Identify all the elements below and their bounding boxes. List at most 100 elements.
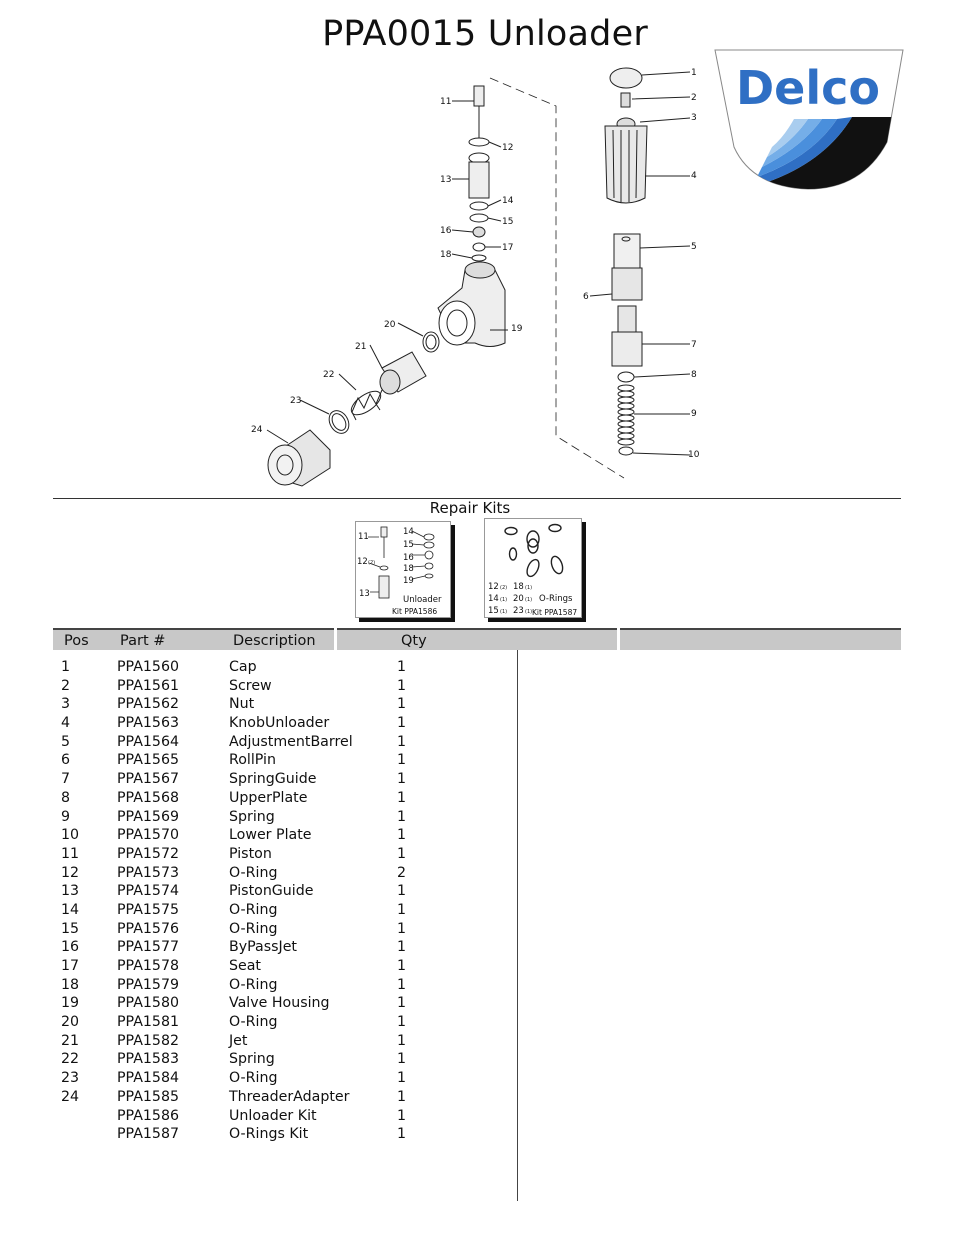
callout-1: 1 (691, 68, 697, 78)
repair-kits-title: Repair Kits (429, 499, 511, 517)
row-qty: 1 (397, 752, 407, 769)
page-title: PPA0015 Unloader (322, 14, 648, 54)
kit2-name: O-Rings (539, 594, 573, 604)
row-part-number: PPA1584 (117, 1070, 180, 1087)
delco-logo: Delco (714, 49, 904, 190)
kit2-line2-b: 20 (513, 594, 524, 604)
row-pos: 12 (61, 864, 80, 881)
kit1-qty-mark: (2) (368, 560, 375, 566)
row-description: O-Rings Kit (229, 1126, 309, 1143)
row-qty: 1 (397, 883, 407, 900)
row-description: Nut (229, 696, 255, 713)
callout-20: 20 (384, 320, 396, 330)
kit2-line1-a: 12 (488, 582, 499, 592)
row-part-number: PPA1570 (117, 827, 180, 844)
row-part-number: PPA1585 (117, 1088, 180, 1105)
kit1-name: Unloader (403, 595, 442, 605)
parts-table-header: Pos Part # Description Qty (53, 628, 901, 650)
header-part: Part # (120, 633, 166, 649)
unloader-kit-card: 11 12 (2) 13 14 15 16 18 19 Unloader Kit… (355, 521, 451, 618)
row-part-number: PPA1567 (117, 771, 180, 788)
exploded-parts-diagram: 1 2 3 4 5 6 7 8 9 10 11 12 13 14 15 16 1… (251, 67, 700, 487)
row-qty: 1 (397, 827, 407, 844)
row-pos: 15 (61, 920, 80, 937)
row-pos: 10 (61, 827, 80, 844)
row-qty: 1 (397, 1107, 407, 1124)
row-description: O-Ring (229, 976, 278, 993)
row-part-number: PPA1569 (117, 808, 180, 825)
callout-23: 23 (290, 396, 301, 406)
row-part-number: PPA1586 (117, 1107, 180, 1124)
row-qty: 1 (397, 696, 407, 713)
logo-text: Delco (736, 61, 880, 115)
row-part-number: PPA1574 (117, 883, 180, 900)
header-qty: Qty (401, 633, 427, 649)
row-qty: 1 (397, 789, 407, 806)
callout-5: 5 (691, 242, 697, 252)
kit2-line2-bq: (1) (525, 597, 532, 603)
row-description: Spring (229, 808, 275, 825)
header-description: Description (233, 633, 316, 649)
callout-24: 24 (251, 425, 263, 435)
header-pos: Pos (64, 633, 89, 649)
row-description: Spring (229, 1051, 275, 1068)
row-qty: 1 (397, 659, 407, 675)
header-cell-mid (337, 628, 617, 650)
callout-22: 22 (323, 370, 334, 380)
row-pos: 16 (61, 939, 80, 956)
kit2-line3-b: 23 (513, 606, 524, 616)
row-part-number: PPA1568 (117, 789, 180, 806)
row-qty: 1 (397, 976, 407, 993)
callout-2: 2 (691, 93, 697, 103)
kit1-callout-18: 18 (403, 564, 414, 574)
row-pos: 13 (61, 883, 80, 900)
kit2-line3-aq: (1) (500, 609, 507, 615)
callout-6: 6 (583, 292, 589, 302)
row-pos: 21 (61, 1032, 80, 1049)
row-part-number: PPA1580 (117, 995, 180, 1012)
row-part-number: PPA1579 (117, 976, 180, 993)
row-pos: 9 (61, 808, 71, 825)
row-part-number: PPA1578 (117, 958, 180, 974)
callout-17: 17 (502, 243, 513, 253)
row-qty: 1 (397, 733, 407, 750)
row-qty: 1 (397, 845, 407, 862)
callout-19: 19 (511, 324, 523, 334)
row-qty: 1 (397, 1032, 407, 1049)
row-part-number: PPA1575 (117, 901, 180, 918)
row-description: KnobUnloader (229, 715, 330, 732)
row-description: Cap (229, 659, 257, 675)
row-pos: 6 (61, 752, 71, 769)
callout-14: 14 (502, 196, 514, 206)
row-description: Screw (229, 677, 272, 694)
unloader-kit-illustration: 11 12 (2) 13 14 15 16 18 19 Unloader Kit… (357, 526, 442, 616)
callout-15: 15 (502, 217, 513, 227)
row-part-number: PPA1565 (117, 752, 180, 769)
row-pos: 24 (61, 1088, 80, 1105)
row-qty: 1 (397, 958, 407, 974)
row-qty: 1 (397, 771, 407, 788)
callout-12: 12 (502, 143, 513, 153)
row-part-number: PPA1583 (117, 1051, 180, 1068)
row-pos: 1 (61, 659, 71, 675)
row-description: Jet (229, 1032, 248, 1049)
row-description: O-Ring (229, 864, 278, 881)
row-description: SpringGuide (229, 771, 317, 788)
row-description: Piston (229, 845, 272, 862)
row-pos: 5 (61, 733, 71, 750)
row-description: Valve Housing (229, 995, 330, 1012)
